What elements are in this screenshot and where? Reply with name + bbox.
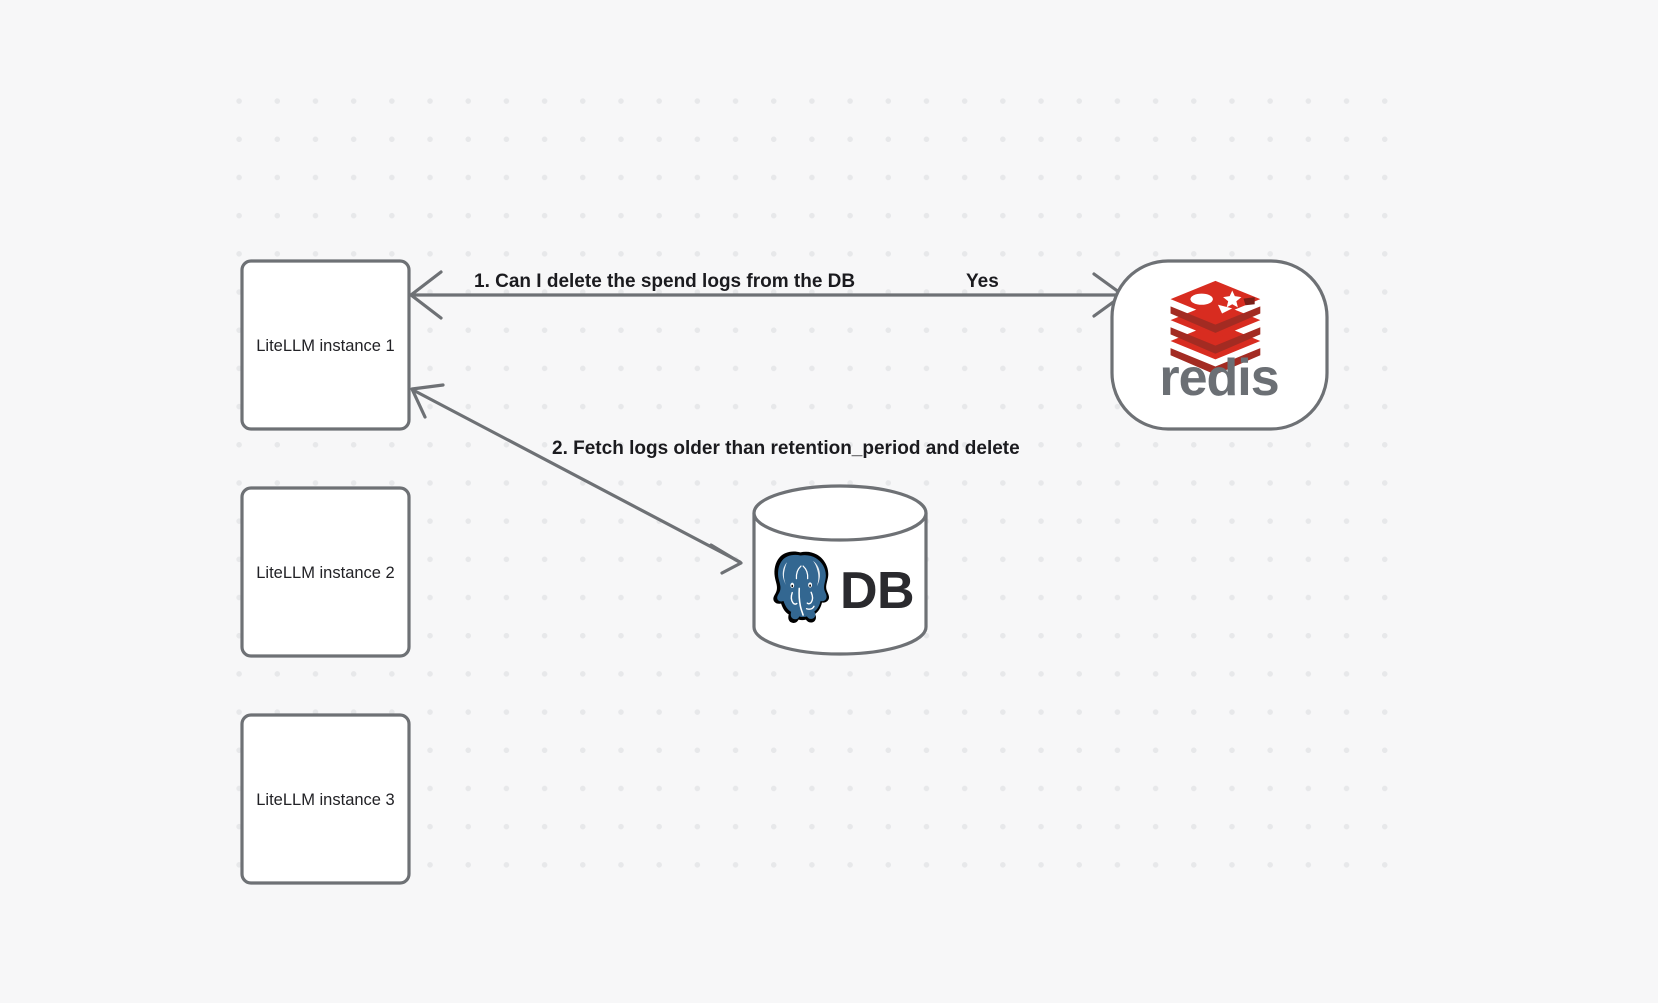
- edge-1-label: 1. Can I delete the spend logs from the …: [474, 271, 855, 292]
- litellm-3-box: [240, 713, 411, 885]
- edge-1-reply-label: Yes: [966, 271, 999, 292]
- redis-wordmark: redis: [1159, 349, 1278, 407]
- node-postgres-db[interactable]: DB: [752, 484, 928, 656]
- edge-2-line: [411, 388, 742, 564]
- db-label: DB: [840, 562, 914, 620]
- edge-2-arrowhead-upleft: [410, 383, 445, 419]
- litellm-2-box: [240, 486, 411, 658]
- litellm-1-box: [240, 259, 411, 431]
- edge-2-connector[interactable]: [410, 383, 743, 575]
- edge-2-arrowhead-downright: [709, 543, 743, 575]
- litellm-1-label: LiteLLM instance 1: [256, 337, 395, 355]
- node-redis[interactable]: redis: [1110, 259, 1329, 431]
- db-cylinder-top: [752, 484, 928, 542]
- edge-2-label: 2. Fetch logs older than retention_perio…: [552, 438, 1020, 459]
- node-litellm-instance-2[interactable]: LiteLLM instance 2: [240, 486, 411, 658]
- edge-1-arrowhead-left: [409, 270, 443, 320]
- litellm-3-label: LiteLLM instance 3: [256, 791, 395, 809]
- node-litellm-instance-3[interactable]: LiteLLM instance 3: [240, 713, 411, 885]
- node-litellm-instance-1[interactable]: LiteLLM instance 1: [240, 259, 411, 431]
- litellm-2-label: LiteLLM instance 2: [256, 564, 395, 582]
- postgresql-elephant-icon: [773, 551, 830, 623]
